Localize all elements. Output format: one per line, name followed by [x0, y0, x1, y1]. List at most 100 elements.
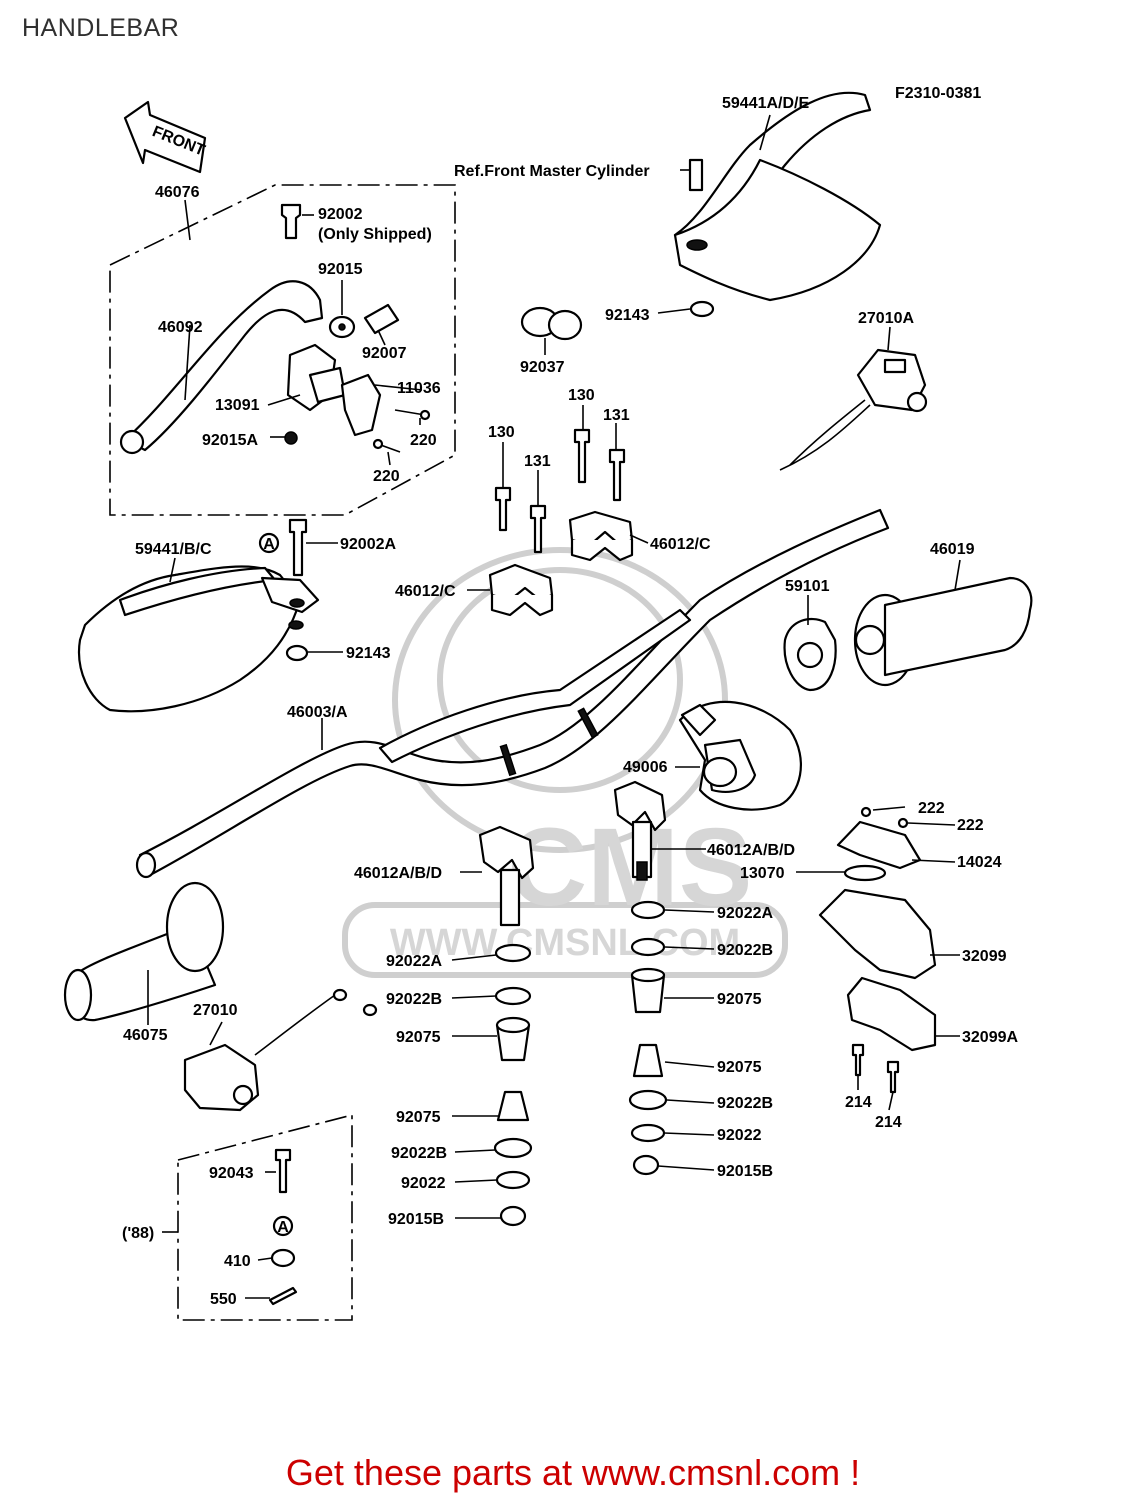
label-92022-left: 92022	[401, 1175, 446, 1192]
label-92015: 92015	[318, 261, 363, 278]
label-year88: ('88)	[122, 1225, 154, 1242]
label-92015A: 92015A	[202, 432, 258, 449]
label-92022B-left: 92022B	[386, 991, 442, 1008]
bolt-92002A	[288, 518, 308, 577]
label-11036: 11036	[397, 380, 441, 397]
riser-left	[478, 825, 535, 927]
switch-27010	[183, 988, 378, 1112]
label-222-b: 222	[957, 817, 984, 834]
label-46012C-right: 46012/C	[650, 536, 711, 553]
label-46075: 46075	[123, 1027, 168, 1044]
switch-27010A	[779, 348, 928, 471]
label-46003A: 46003/A	[287, 704, 348, 721]
label-92075-right-2: 92075	[717, 1059, 762, 1076]
label-92043: 92043	[209, 1165, 254, 1182]
footer-link-text: Get these parts at www.cmsnl.com !	[285, 1452, 861, 1493]
part-59101	[783, 617, 837, 692]
label-92022A-left: 92022A	[386, 953, 442, 970]
watermark-url: WWW.CMSNL.COM	[390, 922, 740, 964]
label-131-a: 131	[603, 407, 630, 424]
nut-92143-top	[689, 300, 715, 318]
label-32099A: 32099A	[962, 1029, 1018, 1046]
label-92002A: 92002A	[340, 536, 396, 553]
svg-text:A: A	[277, 1219, 289, 1236]
label-220-a: 220	[410, 432, 437, 449]
leader-lines	[147, 114, 961, 1299]
label-27010: 27010	[193, 1002, 238, 1019]
label-92015B-right: 92015B	[717, 1163, 773, 1180]
clutch-lever	[119, 280, 382, 455]
label-46012ABD-right: 46012A/B/D	[707, 842, 795, 859]
clamp-46012C-right	[568, 510, 634, 562]
watermark-brand: CMS	[508, 806, 752, 929]
throttle-housing-49006	[678, 700, 802, 811]
screws-220	[372, 409, 431, 453]
label-92037: 92037	[520, 359, 565, 376]
label-92143-top: 92143	[605, 307, 650, 324]
marker-a-1: A	[258, 532, 280, 554]
grip-46019	[853, 576, 1033, 687]
stack-left	[493, 943, 533, 1227]
label-214-b: 214	[875, 1114, 902, 1131]
bolt-92002	[280, 203, 302, 240]
label-32099: 32099	[962, 948, 1007, 965]
label-92022B-right: 92022B	[717, 942, 773, 959]
label-92075-left-2: 92075	[396, 1109, 441, 1126]
watermark: CMS WWW.CMSNL.COM	[342, 547, 788, 978]
label-46092: 46092	[158, 319, 203, 336]
riser-right	[613, 780, 667, 881]
label-46019: 46019	[930, 541, 975, 558]
year88-kit-outline	[177, 1113, 353, 1321]
stack-right	[628, 900, 668, 1176]
label-92022B-right-2: 92022B	[717, 1095, 773, 1112]
front-arrow: FRONT	[123, 100, 207, 174]
label-46012C-left: 46012/C	[395, 583, 456, 600]
label-diagram-code: F2310-0381	[895, 85, 981, 102]
label-130-a: 130	[488, 424, 515, 441]
lever-kit-outline	[109, 184, 456, 516]
label-130-b: 130	[568, 387, 595, 404]
bolts-130-131	[494, 428, 626, 554]
collar-92037	[520, 306, 583, 341]
label-92015B-left: 92015B	[388, 1211, 444, 1228]
part-labels: F2310-0381 59441A/D/E Ref.Front Master C…	[122, 85, 1018, 1308]
hand-guard-right	[673, 91, 882, 302]
screws-214	[851, 1043, 900, 1094]
label-27010A: 27010A	[858, 310, 914, 327]
label-ref-master-cylinder: Ref.Front Master Cylinder	[454, 163, 650, 180]
housing-32099	[818, 888, 937, 980]
diagram-title: HANDLEBAR	[22, 14, 180, 42]
svg-text:A: A	[263, 536, 275, 553]
label-92002: 92002	[318, 206, 363, 223]
hand-guard-left	[77, 565, 320, 713]
label-92022-right: 92022	[717, 1127, 762, 1144]
label-92143-left: 92143	[346, 645, 391, 662]
nut-92143-left	[285, 644, 309, 662]
label-92022B-left-2: 92022B	[391, 1145, 447, 1162]
label-214-a: 214	[845, 1094, 872, 1111]
label-46076: 46076	[155, 184, 200, 201]
label-92075-right-1: 92075	[717, 991, 762, 1008]
adjuster-92007	[363, 303, 400, 335]
label-550: 550	[210, 1291, 237, 1308]
label-13070: 13070	[740, 865, 785, 882]
ring-13070	[843, 864, 887, 882]
bracket-14024	[836, 806, 922, 870]
label-220-b: 220	[373, 468, 400, 485]
marker-a-2: A	[272, 1215, 294, 1237]
label-13091: 13091	[215, 397, 260, 414]
washer-92015	[328, 315, 356, 339]
label-59441BC: 59441/B/C	[135, 541, 212, 558]
label-92022A-right: 92022A	[717, 905, 773, 922]
grip-46075	[63, 881, 225, 1022]
label-only-shipped: (Only Shipped)	[318, 226, 432, 243]
handlebar	[135, 508, 890, 879]
label-46012ABD-left: 46012A/B/D	[354, 865, 442, 882]
label-49006: 49006	[623, 759, 668, 776]
label-410: 410	[224, 1253, 251, 1270]
label-92007: 92007	[362, 345, 407, 362]
label-59441ADE: 59441A/D/E	[722, 95, 809, 112]
label-222-a: 222	[918, 800, 945, 817]
